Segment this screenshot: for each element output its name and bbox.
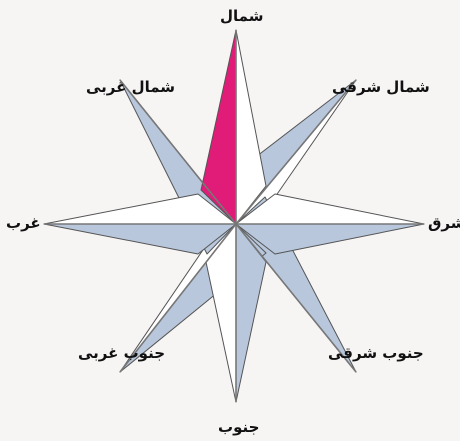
north-label: شمال (220, 9, 263, 24)
southwest-label: جنوب غربی (78, 346, 165, 361)
west-label: غرب (6, 216, 41, 231)
northwest-label: شمال غربی (86, 80, 175, 95)
south-label: جنوب (218, 420, 259, 435)
east-label: شرق (428, 216, 460, 231)
northeast-label: شمال شرقی (332, 80, 430, 95)
southeast-label: جنوب شرقی (328, 346, 424, 361)
north-point-highlighted (201, 30, 236, 224)
